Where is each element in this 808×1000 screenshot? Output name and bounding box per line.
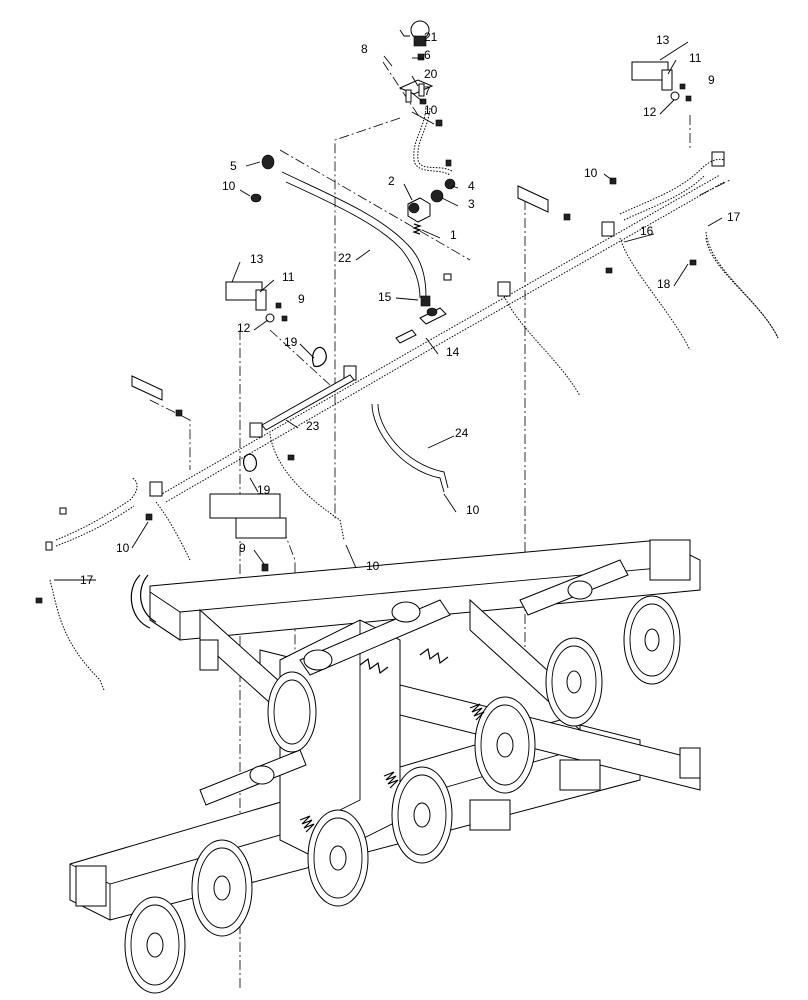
manifold-brackets xyxy=(131,185,571,417)
bracket-left xyxy=(225,281,288,323)
wheel-6 xyxy=(545,637,603,727)
callout-c19b: 19 xyxy=(257,483,271,497)
callout-c11b: 11 xyxy=(689,51,702,65)
hose-clips xyxy=(243,346,327,472)
coulter-wheels xyxy=(124,595,681,994)
callout-leaders xyxy=(54,29,723,581)
manifold-tube xyxy=(149,151,725,503)
callout-c10d: 10 xyxy=(116,541,130,555)
callout-c5: 5 xyxy=(230,159,237,173)
callout-c11a: 11 xyxy=(282,270,295,284)
wheel-4 xyxy=(383,766,453,864)
valve-assembly xyxy=(407,178,456,235)
callout-c13a: 13 xyxy=(250,252,264,266)
hose-22 xyxy=(250,154,452,307)
callout-c8: 8 xyxy=(361,42,368,56)
wheel-3 xyxy=(299,809,369,907)
callout-c13b: 13 xyxy=(656,33,670,47)
toolbar-frame xyxy=(69,493,701,921)
pressure-gauge-assembly xyxy=(398,20,453,176)
callout-c9c: 9 xyxy=(708,73,715,87)
callout-c1: 1 xyxy=(450,228,457,242)
wheel-7 xyxy=(623,595,681,685)
callout-c10a: 10 xyxy=(424,103,438,117)
callout-c3: 3 xyxy=(468,197,475,211)
callout-c10f: 10 xyxy=(584,166,598,180)
callout-c10b: 10 xyxy=(222,179,236,193)
callout-c24: 24 xyxy=(455,426,469,440)
callout-c17a: 17 xyxy=(80,573,94,587)
manifold-fittings xyxy=(149,151,725,497)
bracket-right xyxy=(631,61,692,102)
callout-c19a: 19 xyxy=(284,335,298,349)
wheel-2 xyxy=(191,839,253,937)
callout-c14: 14 xyxy=(446,345,460,359)
callout-c12a: 12 xyxy=(237,321,251,335)
callout-c18: 18 xyxy=(657,277,671,291)
wheel-5 xyxy=(469,696,536,794)
callout-c4: 4 xyxy=(468,179,475,193)
wheel-1 xyxy=(124,896,186,994)
callout-c10c: 10 xyxy=(466,503,480,517)
callout-c12b: 12 xyxy=(643,105,657,119)
callout-c15: 15 xyxy=(378,290,392,304)
callout-c21: 21 xyxy=(424,30,438,44)
callout-c6: 6 xyxy=(424,48,431,62)
drop-hoses xyxy=(35,158,779,691)
callout-c23: 23 xyxy=(306,419,320,433)
callout-c17b: 17 xyxy=(727,210,741,224)
wheel-8 xyxy=(267,671,317,753)
callout-c20: 20 xyxy=(424,67,438,81)
callout-c9b: 9 xyxy=(239,541,246,555)
callout-c16: 16 xyxy=(640,224,654,238)
callout-c9a: 9 xyxy=(298,292,305,306)
callout-c10e: 10 xyxy=(366,559,380,573)
callout-c7: 7 xyxy=(424,84,431,98)
callout-c22: 22 xyxy=(338,251,352,265)
callout-c2: 2 xyxy=(388,174,395,188)
